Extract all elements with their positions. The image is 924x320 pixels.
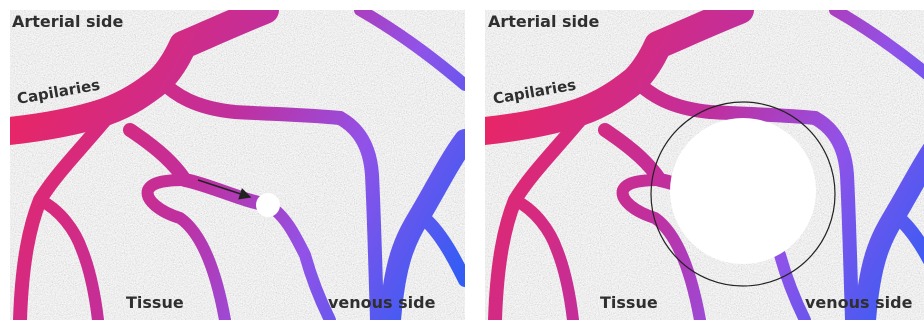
label-arterial-side: Arterial side: [488, 12, 599, 31]
label-arterial-side: Arterial side: [12, 12, 123, 31]
label-venous-side: venous side: [328, 293, 436, 312]
label-venous-side: venous side: [805, 293, 913, 312]
particle: [256, 193, 280, 217]
label-tissue: Tissue: [600, 293, 658, 312]
right-panel: [475, 10, 924, 320]
left-panel: [0, 10, 465, 320]
label-tissue: Tissue: [126, 293, 184, 312]
enlarged-particle: [670, 118, 816, 264]
